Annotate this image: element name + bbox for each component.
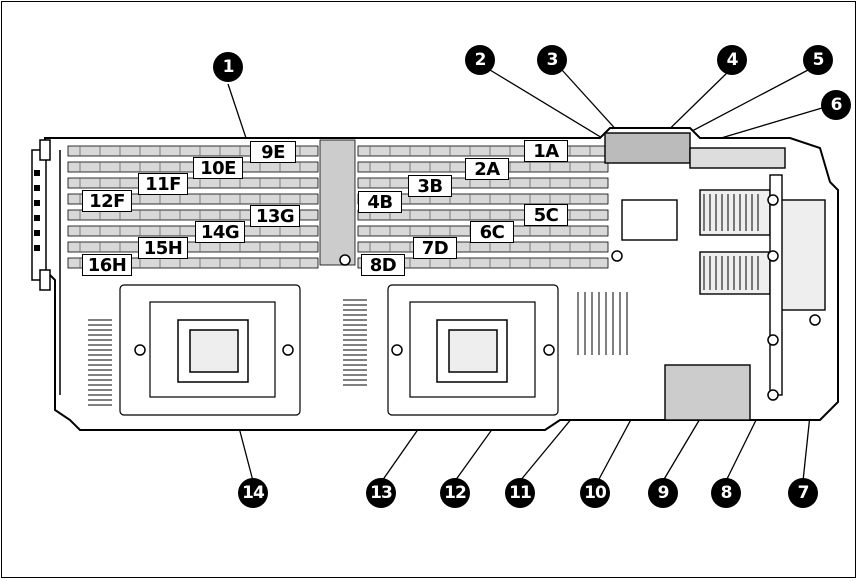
dimm-slot-left bbox=[68, 242, 318, 252]
callout-14: 14 bbox=[238, 478, 268, 508]
dimm-label-16h: 16H bbox=[82, 254, 132, 276]
dimm-label-15h: 15H bbox=[138, 237, 188, 259]
callout-12: 12 bbox=[440, 478, 470, 508]
dimm-label-11f: 11F bbox=[138, 173, 188, 195]
callout-6: 6 bbox=[821, 90, 851, 120]
callout-10: 10 bbox=[580, 478, 610, 508]
callout-9: 9 bbox=[648, 478, 678, 508]
callout-1: 1 bbox=[213, 52, 243, 82]
center-connectors bbox=[320, 140, 355, 265]
dimm-slot-left bbox=[68, 178, 318, 188]
dimm-label-1a: 1A bbox=[524, 140, 568, 162]
dimm-slot-right bbox=[358, 242, 608, 252]
dimm-label-14g: 14G bbox=[195, 221, 245, 243]
dimm-slot-left bbox=[68, 226, 318, 236]
dimm-label-13g: 13G bbox=[250, 205, 300, 227]
dimm-label-9e: 9E bbox=[250, 141, 296, 163]
callout-7: 7 bbox=[788, 478, 818, 508]
callout-11: 11 bbox=[505, 478, 535, 508]
dimm-label-4b: 4B bbox=[358, 191, 402, 213]
dimm-label-3b: 3B bbox=[408, 175, 452, 197]
dimm-label-7d: 7D bbox=[413, 237, 457, 259]
callout-2: 2 bbox=[465, 45, 495, 75]
callout-8: 8 bbox=[711, 478, 741, 508]
dimm-label-6c: 6C bbox=[470, 221, 514, 243]
dimm-label-8d: 8D bbox=[361, 254, 405, 276]
dimm-label-10e: 10E bbox=[193, 157, 243, 179]
callout-13: 13 bbox=[366, 478, 396, 508]
dimm-label-2a: 2A bbox=[465, 158, 509, 180]
dimm-label-12f: 12F bbox=[82, 190, 132, 212]
callout-4: 4 bbox=[717, 45, 747, 75]
dimm-slot-right bbox=[358, 146, 608, 156]
callout-5: 5 bbox=[803, 45, 833, 75]
callout-3: 3 bbox=[537, 45, 567, 75]
dimm-label-5c: 5C bbox=[524, 204, 568, 226]
